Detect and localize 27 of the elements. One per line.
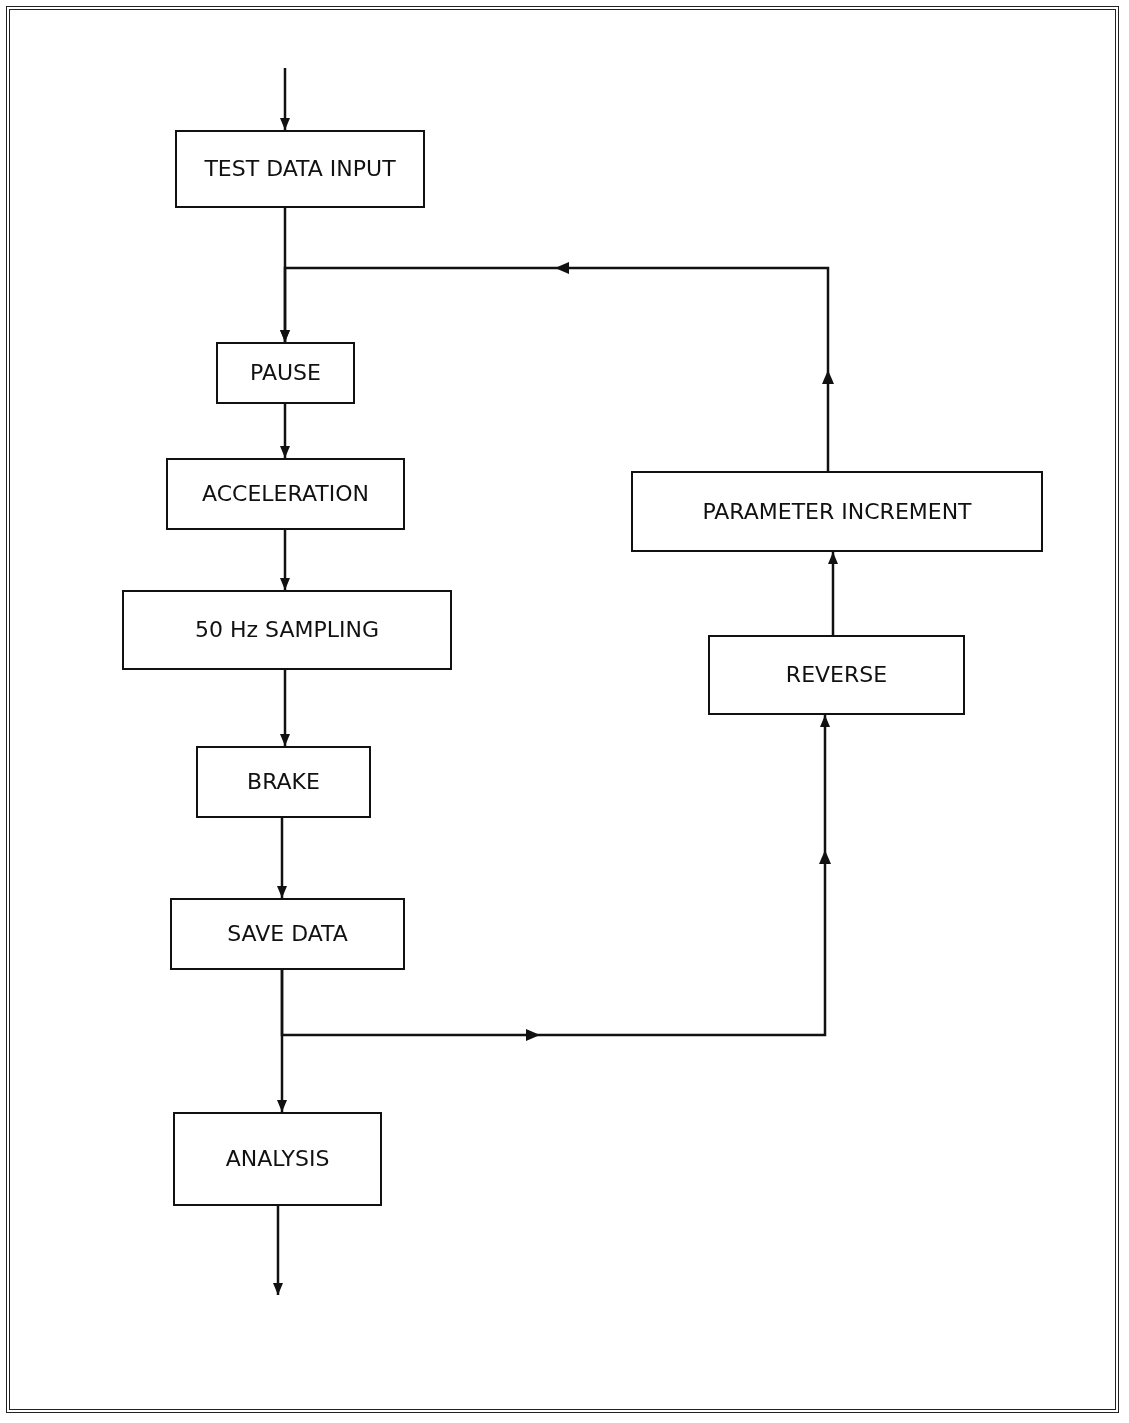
process-box <box>631 471 1043 552</box>
connector-arrow <box>280 266 830 471</box>
connector-arrow <box>280 530 290 590</box>
box-label: PARAMETER INCREMENT <box>702 498 972 525</box>
box-label: ANALYSIS <box>225 1146 330 1172</box>
connector-arrow <box>277 818 287 898</box>
process-box <box>166 458 405 530</box>
process-box <box>175 130 425 208</box>
process-box <box>122 590 452 670</box>
connector-arrow <box>280 670 290 746</box>
box-label: TEST DATA INPUT <box>204 156 396 182</box>
connector-arrow <box>273 1206 283 1295</box>
process-box <box>216 342 355 404</box>
box-label: BRAKE <box>247 769 320 795</box>
process-box <box>196 746 371 818</box>
connector-arrow <box>828 552 838 635</box>
process-box <box>708 635 965 715</box>
box-label: 50 Hz SAMPLING <box>195 617 379 643</box>
process-box <box>170 898 405 970</box>
connector-arrow <box>280 404 290 458</box>
box-label: SAVE DATA <box>227 921 348 947</box>
box-label: ACCELERATION <box>202 481 369 507</box>
process-box <box>173 1112 382 1206</box>
connector-arrow <box>280 715 830 1037</box>
connector-arrow <box>280 68 290 130</box>
box-label: REVERSE <box>785 662 888 688</box>
box-label: PAUSE <box>250 360 321 386</box>
